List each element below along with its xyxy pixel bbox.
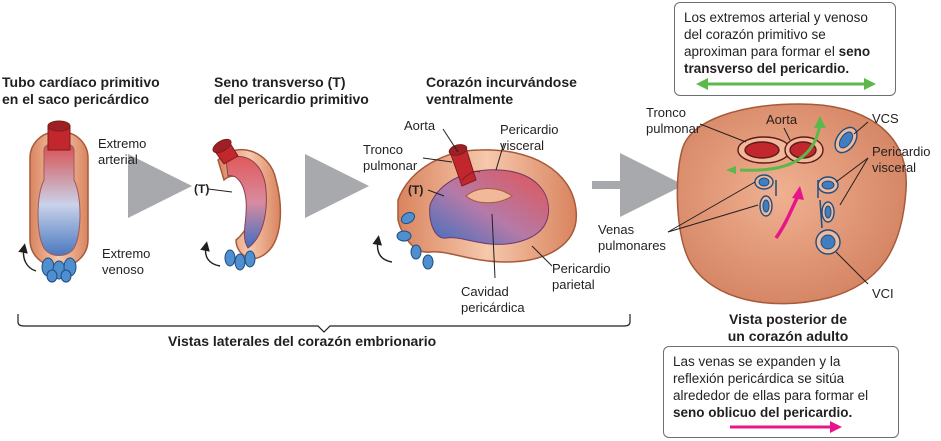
label-t-stage2: (T) — [194, 182, 210, 196]
stage1-heart-tube — [18, 120, 89, 283]
label-extremo-venoso: Extremo venoso — [102, 246, 151, 277]
note-transverse-sinus: Los extremos arterial y venoso del coraz… — [674, 2, 896, 96]
oblique-sinus-arrow — [730, 421, 842, 433]
note-transverse-bold: seno transverso del pericardio. — [684, 44, 871, 76]
label-aorta-stage3: Aorta — [404, 118, 436, 133]
bracket-caption: Vistas laterales del corazón embrionario — [168, 333, 437, 349]
label-t-stage3: (T) — [408, 183, 424, 197]
label-cavidad-pericardica: Cavidad pericárdica — [461, 284, 525, 315]
label-tronco-pulmonar-stage3: Tronco pulmonar — [363, 142, 418, 173]
note-oblique-text: Las venas se expanden y la reflexión per… — [673, 354, 869, 403]
label-aorta-adult: Aorta — [766, 112, 798, 127]
stage3-title: Corazón incurvándose ventralmente — [426, 74, 577, 107]
label-pericardio-parietal: Pericardio parietal — [552, 261, 611, 292]
adult-title: Vista posterior de un corazón adulto — [727, 311, 849, 344]
stage1-title: Tubo cardíaco primitivo en el saco peric… — [2, 74, 160, 107]
lateral-views-bracket — [17, 314, 631, 333]
note-oblique-sinus: Las venas se expanden y la reflexión per… — [663, 346, 899, 438]
stage3-heart — [372, 128, 577, 279]
label-vcs: VCS — [872, 111, 899, 126]
stage2-heart — [200, 138, 282, 271]
label-vci: VCI — [872, 286, 894, 301]
label-extremo-arterial: Extremo arterial — [98, 136, 147, 167]
note-transverse-text: Los extremos arterial y venoso del coraz… — [684, 10, 868, 59]
label-pericardio-visceral-adult: Pericardio visceral — [872, 144, 931, 175]
label-pericardio-visceral-stage3: Pericardio visceral — [500, 122, 559, 153]
note-oblique-bold: seno oblicuo del pericardio. — [673, 405, 853, 420]
label-venas-pulmonares: Venas pulmonares — [598, 222, 666, 253]
transverse-sinus-arrow — [696, 78, 876, 90]
adult-heart — [667, 103, 907, 305]
stage2-title: Seno transverso (T) del pericardio primi… — [214, 74, 369, 107]
label-tronco-pulmonar-adult: Tronco pulmonar — [646, 105, 701, 136]
